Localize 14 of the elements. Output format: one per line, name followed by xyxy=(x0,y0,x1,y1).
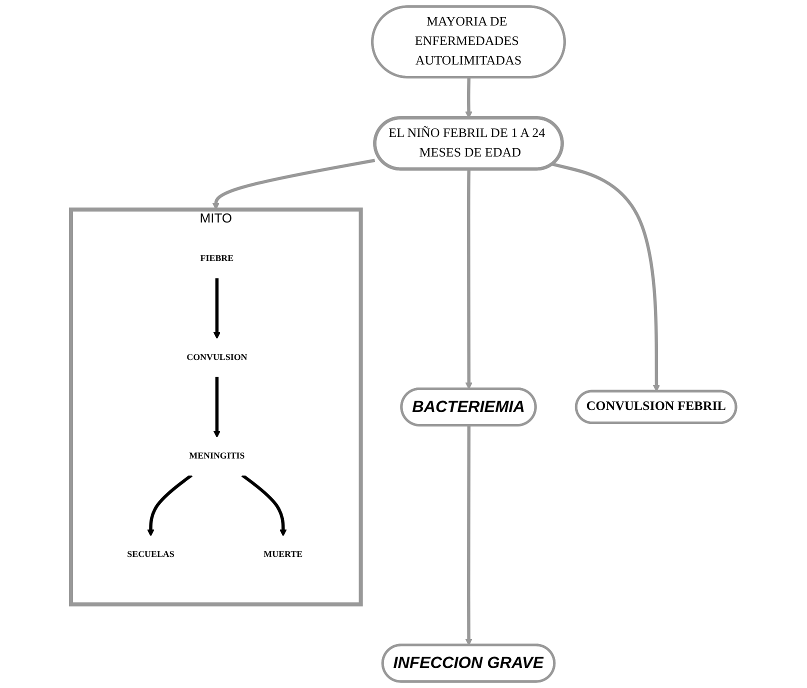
node-text: FIEBRE xyxy=(200,254,234,264)
arrow xyxy=(147,474,193,536)
node-text: MUERTE xyxy=(264,550,303,560)
arrow xyxy=(465,426,472,646)
arrow xyxy=(213,278,221,340)
node-text: CONVULSION xyxy=(186,352,248,362)
arrow xyxy=(213,376,221,438)
arrow xyxy=(465,169,472,390)
arrow xyxy=(552,162,660,392)
node-text: SECUELAS xyxy=(127,550,174,560)
arrow xyxy=(241,474,287,536)
arrow xyxy=(465,78,472,118)
arrow xyxy=(212,158,376,210)
node-text: MENINGITIS xyxy=(189,451,245,461)
